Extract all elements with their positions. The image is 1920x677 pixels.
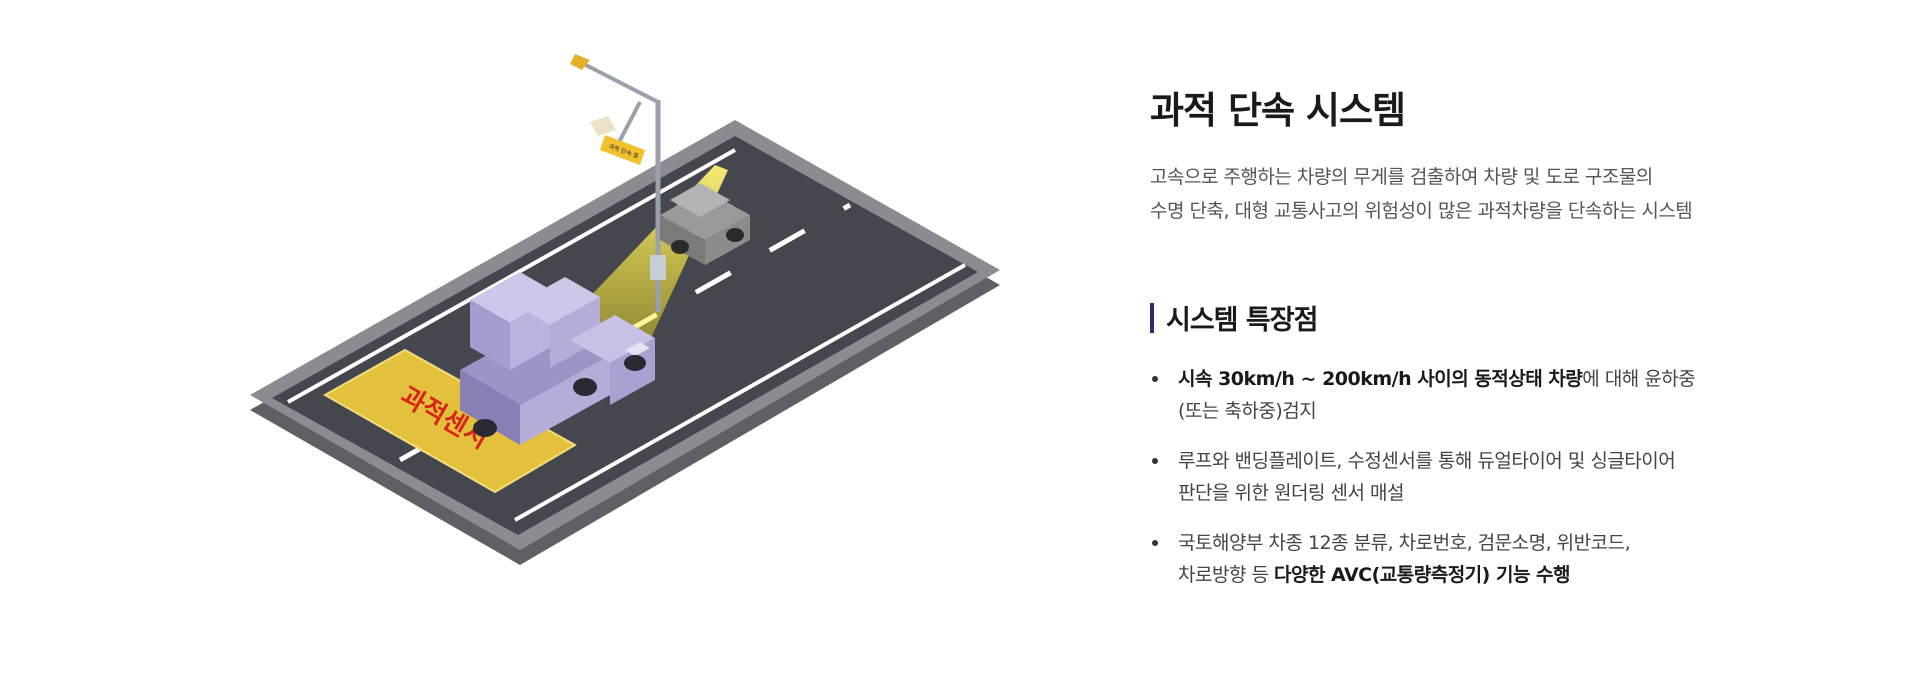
feature-emphasis: 다양한 AVC(교통량측정기) 기능 수행 bbox=[1273, 564, 1571, 586]
features-list: 시속 30km/h ~ 200km/h 사이의 동적상태 차량에 대해 윤하중 … bbox=[1150, 363, 1790, 591]
description: 고속으로 주행하는 차량의 무게를 검출하여 차량 및 도로 구조물의 수명 단… bbox=[1150, 160, 1790, 228]
content-panel: 과적 단속 시스템 고속으로 주행하는 차량의 무게를 검출하여 차량 및 도로… bbox=[1150, 80, 1790, 609]
description-line: 수명 단축, 대형 교통사고의 위험성이 많은 과적차량을 단속하는 시스템 bbox=[1150, 200, 1693, 222]
heading-accent-bar bbox=[1150, 302, 1154, 333]
feature-text: 에 대해 윤하중 bbox=[1582, 368, 1696, 390]
feature-item: 루프와 밴딩플레이트, 수정센서를 통해 듀얼타이어 및 싱글타이어 판단을 위… bbox=[1150, 445, 1790, 509]
pole bbox=[570, 54, 666, 312]
feature-item: 시속 30km/h ~ 200km/h 사이의 동적상태 차량에 대해 윤하중 … bbox=[1150, 363, 1790, 427]
feature-line: 국토해양부 차종 12종 분류, 차로번호, 검문소명, 위반코드, bbox=[1178, 532, 1631, 554]
truck bbox=[460, 272, 655, 445]
feature-line: 차로방향 등 다양한 AVC(교통량측정기) 기능 수행 bbox=[1178, 559, 1790, 591]
page-title: 과적 단속 시스템 bbox=[1150, 89, 1406, 132]
feature-line: (또는 축하중)검지 bbox=[1178, 400, 1317, 422]
feature-emphasis: 시속 30km/h ~ 200km/h 사이의 동적상태 차량 bbox=[1178, 368, 1583, 390]
overload-enforcement-illustration: 과적센서 bbox=[250, 54, 1000, 565]
feature-line: 판단을 위한 원더링 센서 매설 bbox=[1178, 482, 1404, 504]
illustration: 과적센서 bbox=[230, 50, 1050, 610]
car bbox=[660, 183, 750, 265]
feature-line: 시속 30km/h ~ 200km/h 사이의 동적상태 차량에 대해 윤하중 bbox=[1178, 363, 1790, 395]
features-heading: 시스템 특장점 bbox=[1150, 298, 1790, 337]
feature-line: 루프와 밴딩플레이트, 수정센서를 통해 듀얼타이어 및 싱글타이어 bbox=[1178, 450, 1676, 472]
warning-sign: 과적 단속 중 bbox=[600, 135, 645, 165]
features-title: 시스템 특장점 bbox=[1166, 305, 1318, 336]
sensor-pad bbox=[322, 348, 578, 494]
feature-text: 차로방향 등 bbox=[1178, 564, 1274, 586]
lane-edge-line bbox=[514, 263, 966, 522]
feature-item: 국토해양부 차종 12종 분류, 차로번호, 검문소명, 위반코드, 차로방향 … bbox=[1150, 527, 1790, 591]
description-line: 고속으로 주행하는 차량의 무게를 검출하여 차량 및 도로 구조물의 bbox=[1150, 166, 1653, 188]
